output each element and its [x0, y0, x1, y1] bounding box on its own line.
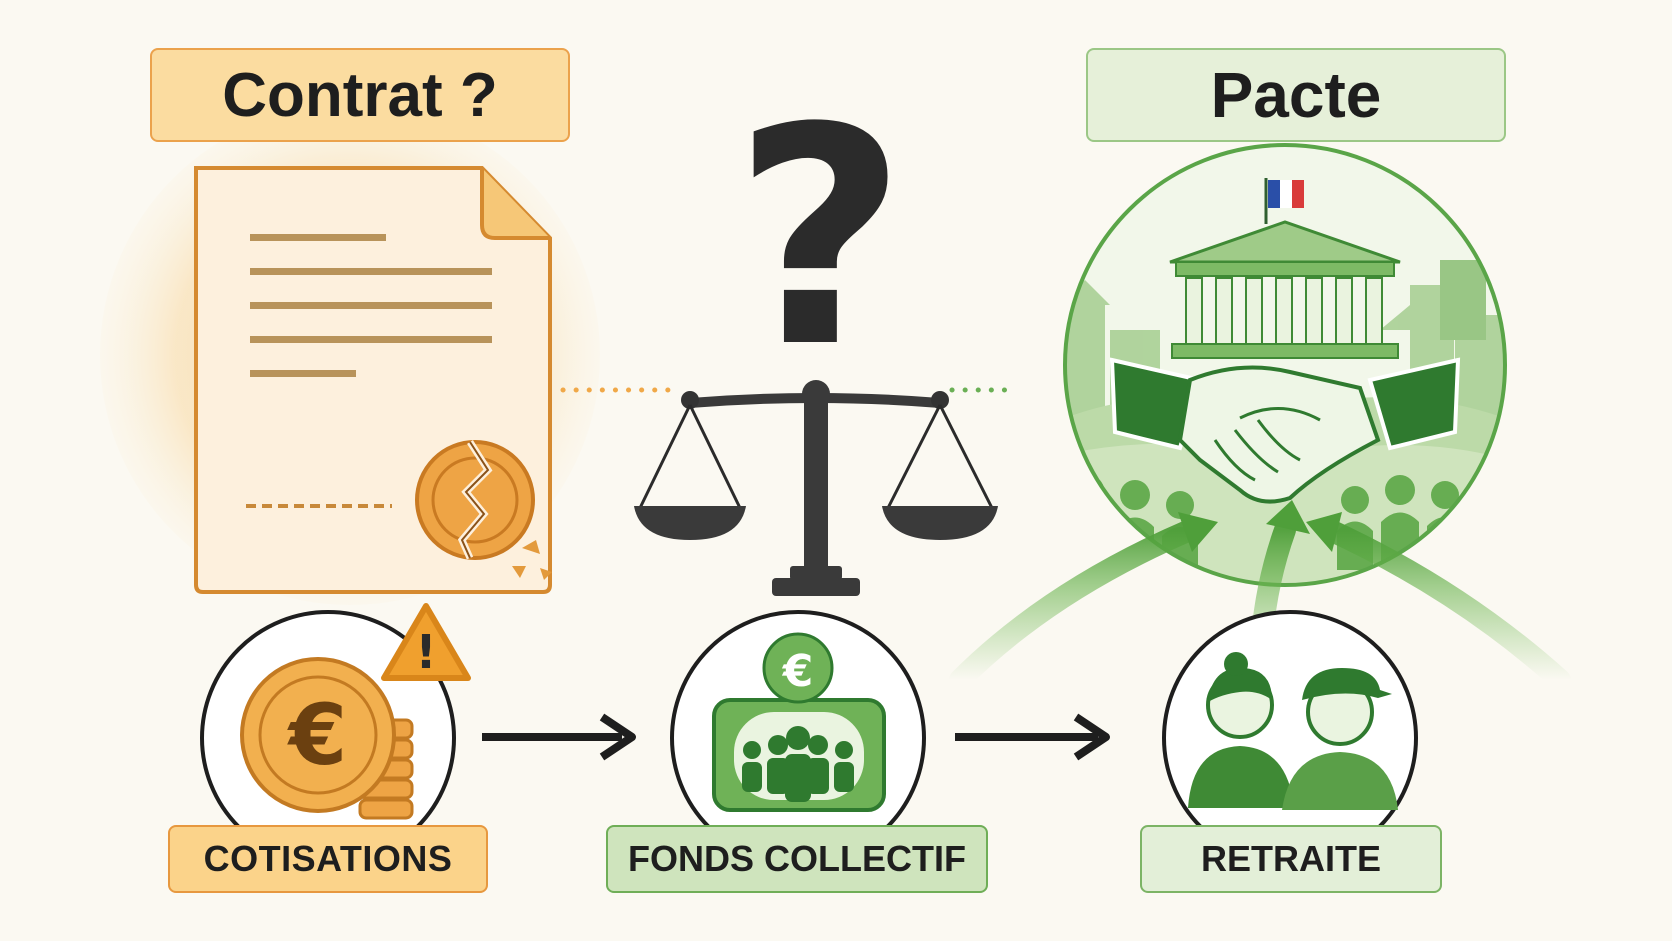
title-contrat: Contrat ?	[150, 48, 570, 142]
coin-euro-symbol: €	[287, 686, 347, 784]
warning-exclamation: !	[416, 625, 437, 679]
french-flag-icon	[1264, 178, 1304, 224]
fund-euro-symbol: €	[782, 646, 814, 697]
upward-arrows	[949, 500, 1571, 691]
balance-scale-icon	[634, 380, 998, 596]
broken-seal-icon	[415, 440, 552, 580]
label-retraite: RETRAITE	[1140, 825, 1442, 893]
title-pacte: Pacte	[1086, 48, 1506, 142]
question-mark-icon: ?	[733, 64, 907, 413]
flow-arrow-1	[482, 713, 636, 761]
collective-fund-icon: €	[712, 632, 886, 812]
retired-couple-icon	[1188, 652, 1398, 810]
handshake-icon	[1109, 357, 1461, 504]
flow-arrow-2	[955, 713, 1110, 761]
warning-triangle-icon: !	[381, 603, 471, 681]
label-cotisations: COTISATIONS	[168, 825, 488, 893]
government-building-icon	[1169, 220, 1401, 359]
euro-coins-icon: €	[240, 657, 414, 820]
label-fonds-collectif: FONDS COLLECTIF	[606, 825, 988, 893]
